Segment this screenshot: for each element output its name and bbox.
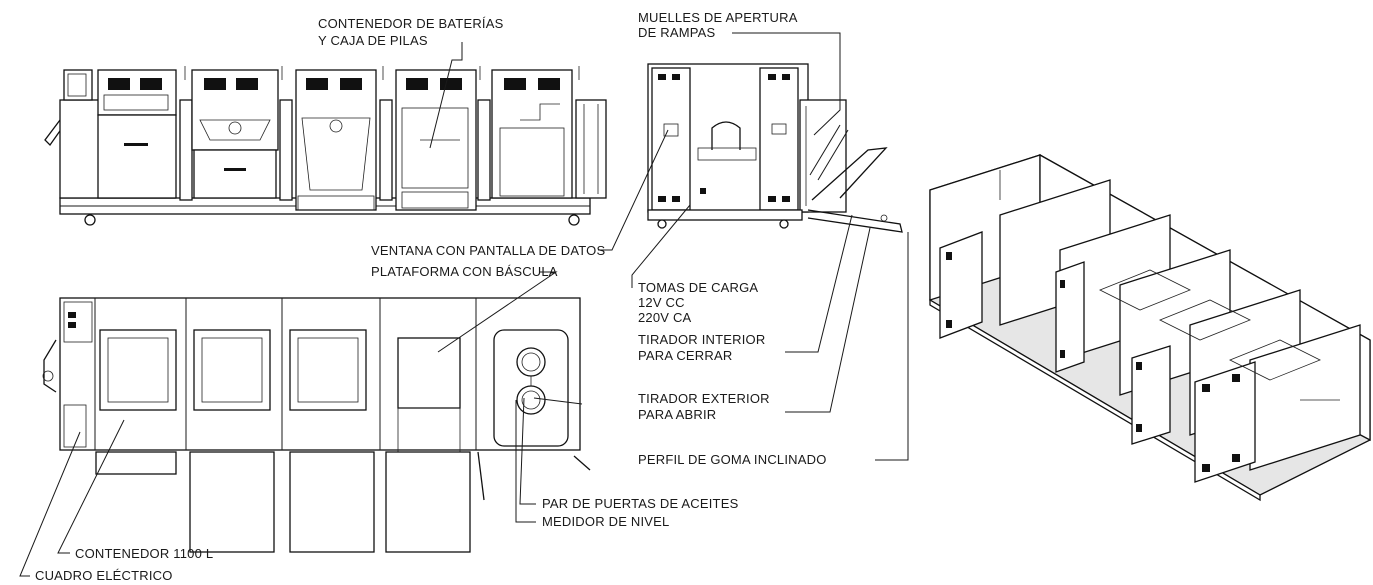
isometric-view [929,153,1371,502]
label-inner-handle-line1: TIRADOR INTERIOR [638,332,765,347]
plan-view [42,297,591,553]
label-charging-line1: TOMAS DE CARGA [638,280,758,295]
label-ramp-springs-line2: DE RAMPAS [638,25,716,40]
label-container-1100: CONTENEDOR 1100 L [75,546,213,561]
label-data-window: VENTANA CON PANTALLA DE DATOS [371,243,605,258]
label-battery-container-line2: Y CAJA DE PILAS [318,33,428,48]
front-elevation [44,66,607,226]
label-electric-panel: CUADRO ELÉCTRICO [35,568,173,583]
label-ramp-springs-line1: MUELLES DE APERTURA [638,10,798,25]
leader-lines [19,32,909,577]
label-battery-container-line1: CONTENEDOR DE BATERÍAS [318,16,504,31]
label-level-gauge: MEDIDOR DE NIVEL [542,514,669,529]
label-charging-line3: 220V CA [638,310,692,325]
label-outer-handle-line2: PARA ABRIR [638,407,716,422]
label-charging-line2: 12V CC [638,295,685,310]
label-scale-platform: PLATAFORMA CON BÁSCULA [371,264,558,279]
label-rubber-profile: PERFIL DE GOMA INCLINADO [638,452,827,467]
label-inner-handle-line2: PARA CERRAR [638,348,732,363]
label-oil-doors: PAR DE PUERTAS DE ACEITES [542,496,739,511]
side-view [647,63,903,233]
labels: CONTENEDOR DE BATERÍAS Y CAJA DE PILAS M… [35,10,827,583]
label-outer-handle-line1: TIRADOR EXTERIOR [638,391,770,406]
